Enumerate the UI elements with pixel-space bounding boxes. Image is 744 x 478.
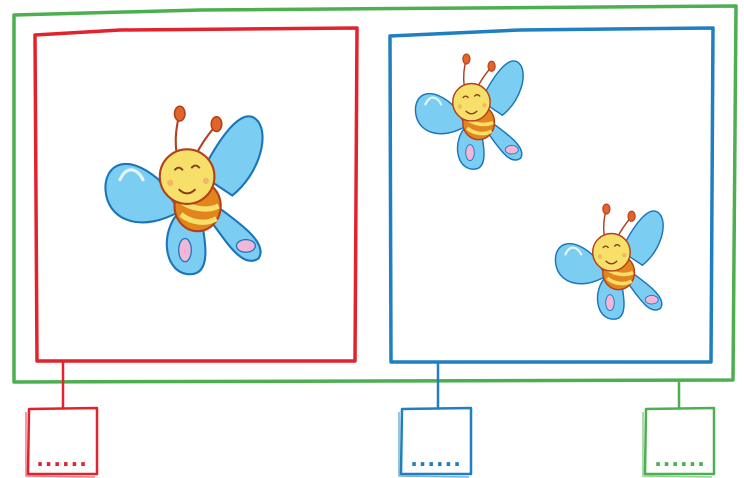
total-answer-placeholder: ...... — [654, 447, 706, 471]
butterfly-right-2 — [553, 202, 665, 322]
butterfly-left-1 — [105, 106, 262, 274]
outer-group-frame — [12, 4, 738, 384]
right-answer-box[interactable]: ...... — [398, 406, 473, 478]
right-answer-placeholder: ...... — [410, 447, 462, 471]
right-group-frame — [388, 26, 715, 364]
total-answer-box[interactable]: ...... — [642, 406, 716, 478]
butterfly-right-1 — [413, 52, 525, 172]
left-answer-placeholder: ...... — [36, 447, 88, 471]
left-group-frame — [33, 26, 359, 363]
left-answer-box[interactable]: ...... — [25, 406, 99, 478]
